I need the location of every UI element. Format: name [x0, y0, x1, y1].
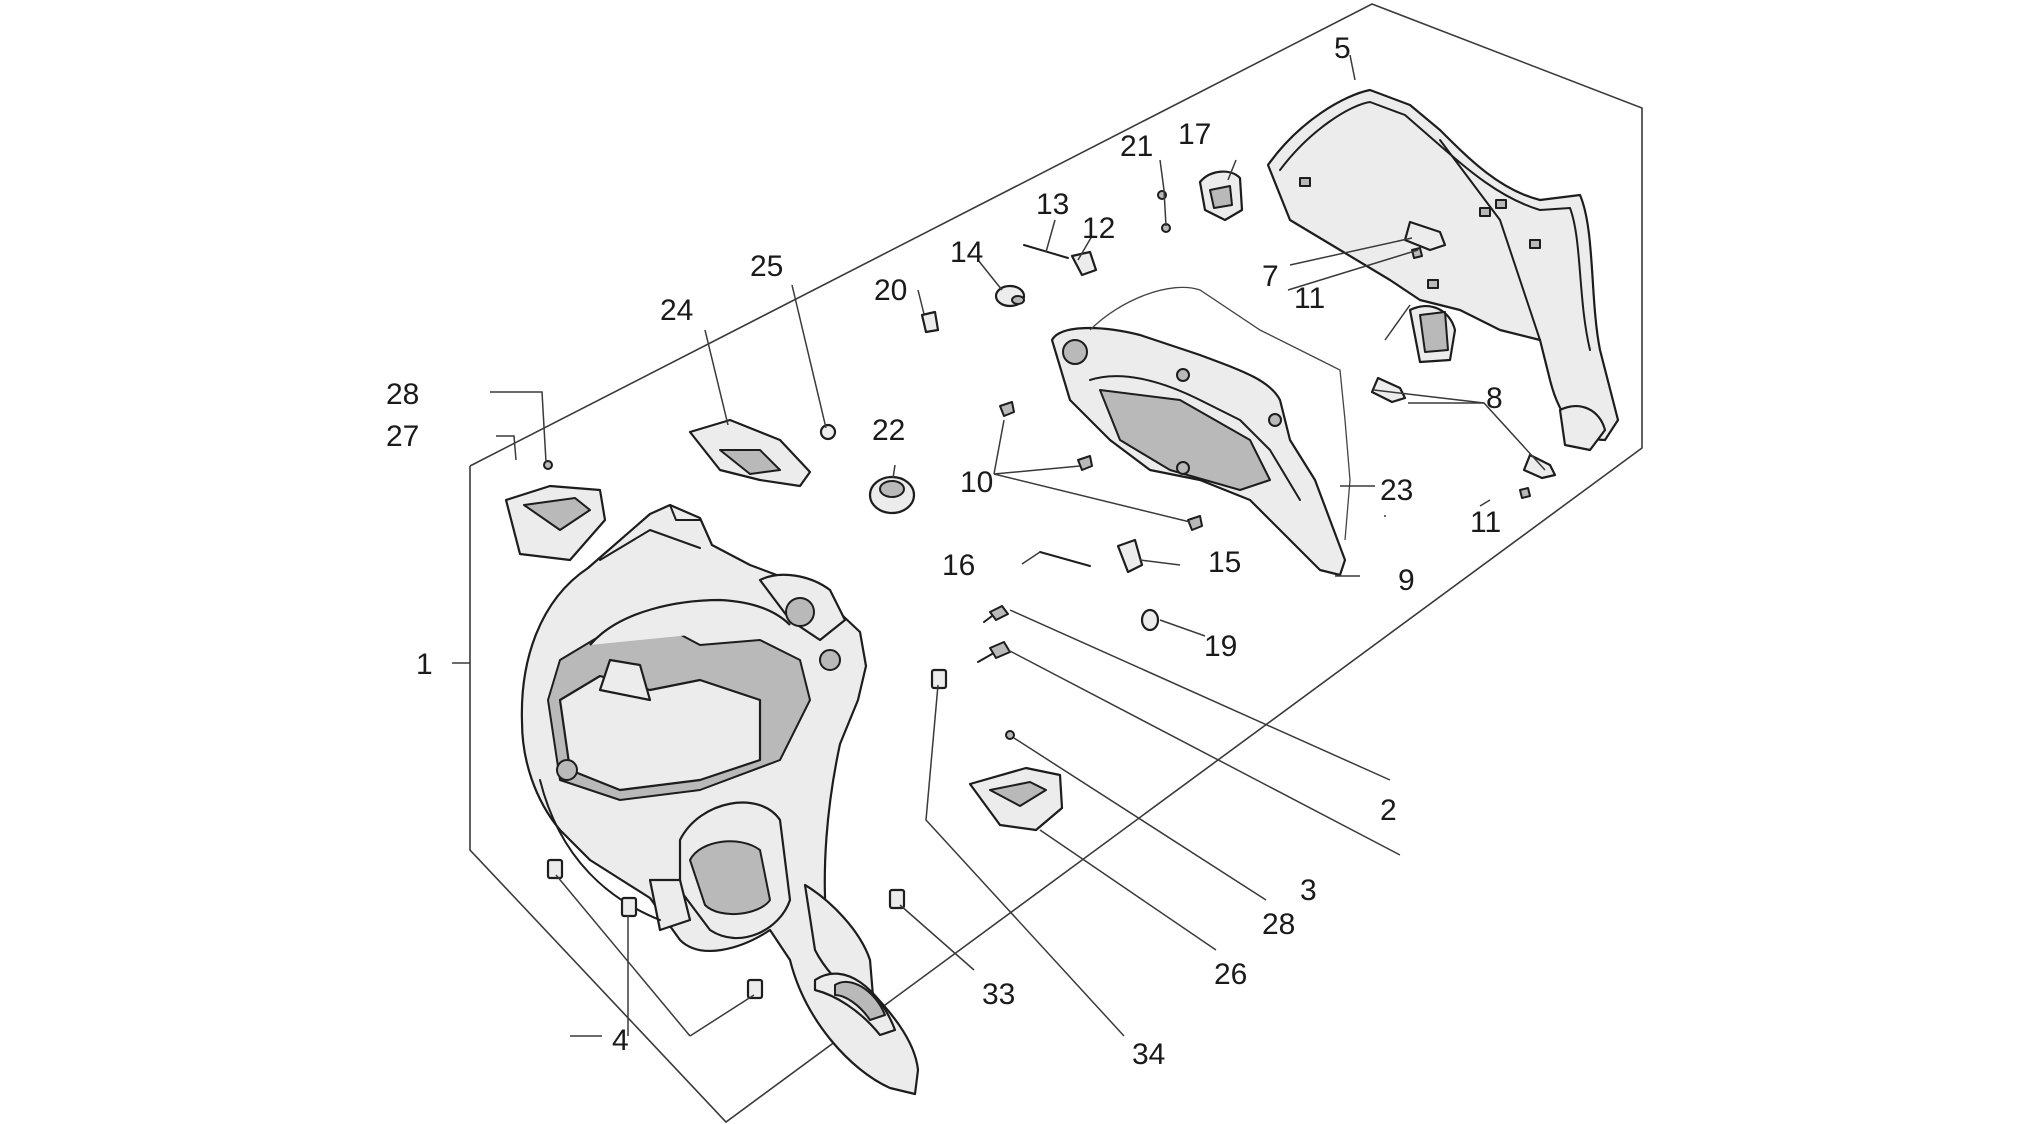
part-22-grommet — [868, 475, 916, 515]
part-4-clips — [546, 858, 764, 1000]
label-part-16: 16 — [942, 549, 975, 582]
label-part-28-right: 28 — [1262, 908, 1295, 941]
part-10-screws — [999, 401, 1203, 531]
part-20-clip — [920, 310, 940, 334]
label-part-15: 15 — [1208, 546, 1241, 579]
leader-lines — [452, 54, 1546, 1037]
part-28-screws — [543, 460, 1015, 740]
label-part-4: 4 — [612, 1024, 629, 1057]
label-part-10: 10 — [960, 466, 993, 499]
callout-labels: 1 2 3 4 5 7 8 9 10 11 11 12 13 14 15 16 … — [386, 32, 1503, 1071]
part-2-screw — [983, 605, 1009, 623]
part-33-clip — [888, 888, 906, 910]
label-part-7: 7 — [1262, 260, 1279, 293]
label-part-1: 1 — [416, 648, 433, 681]
part-12-bracket — [1070, 250, 1098, 277]
part-25-screw — [819, 423, 837, 441]
label-part-11-lower: 11 — [1470, 506, 1501, 539]
part-15-latch — [1116, 538, 1144, 574]
part-24-cover — [688, 418, 812, 488]
part-3-screw — [977, 641, 1011, 663]
label-part-11-upper: 11 — [1294, 282, 1325, 315]
assembly-frame — [469, 3, 1643, 1124]
part-1-leg-shield — [520, 503, 920, 1096]
part-8-brackets — [1370, 376, 1557, 480]
label-part-23: 23 — [1380, 474, 1413, 507]
label-part-25: 25 — [750, 250, 783, 283]
part-14-spring — [994, 284, 1026, 308]
part-17-lock — [1198, 170, 1244, 222]
part-16-pin — [1039, 551, 1091, 567]
label-part-33: 33 — [982, 978, 1015, 1011]
label-part-13: 13 — [1036, 188, 1069, 221]
label-part-8: 8 — [1486, 382, 1503, 415]
label-part-2: 2 — [1380, 794, 1397, 827]
part-5-inner-panel — [1266, 88, 1620, 452]
label-part-5: 5 — [1334, 32, 1351, 65]
label-part-34: 34 — [1132, 1038, 1165, 1071]
part-7-bracket — [1403, 220, 1447, 252]
label-part-3: 3 — [1300, 874, 1317, 907]
part-23-lid-outline — [1089, 286, 1351, 541]
label-part-24: 24 — [660, 294, 693, 327]
part-34-clip — [930, 668, 948, 690]
label-part-14: 14 — [950, 236, 983, 269]
label-part-27: 27 — [386, 420, 419, 453]
label-part-21: 21 — [1120, 130, 1153, 163]
label-part-12: 12 — [1082, 212, 1115, 245]
label-part-22: 22 — [872, 414, 905, 447]
label-part-9: 9 — [1398, 564, 1415, 597]
label-part-26: 26 — [1214, 958, 1247, 991]
label-part-19: 19 — [1204, 630, 1237, 663]
part-9-cover — [1050, 327, 1347, 577]
label-part-28-left: 28 — [386, 378, 419, 411]
label-part-17: 17 — [1178, 118, 1211, 151]
part-27-tray — [504, 484, 607, 562]
part-19-spring — [1140, 608, 1160, 632]
part-26-tray — [968, 766, 1064, 832]
label-part-20: 20 — [874, 274, 907, 307]
